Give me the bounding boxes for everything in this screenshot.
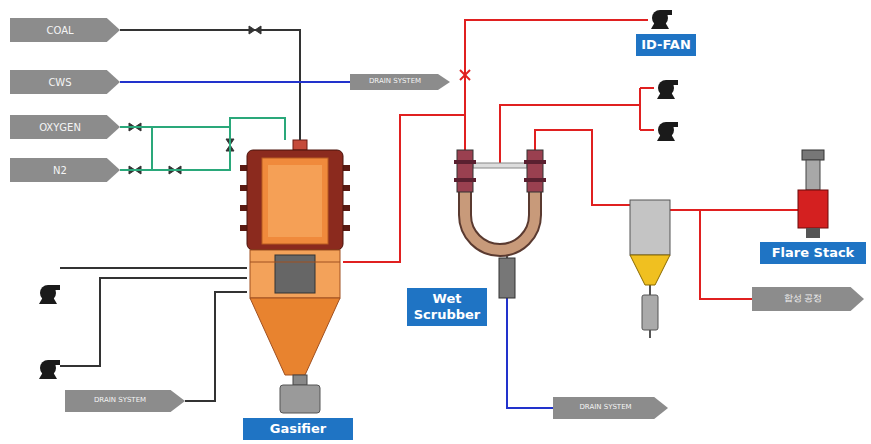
flare-stack-drawing [798,150,828,238]
block-arrow-outline [350,74,450,90]
input-arrow: N2 [10,158,120,182]
input-arrow: OXYGEN [10,115,120,139]
pipe-line [507,330,553,408]
equipment-label: ID-FAN [636,34,696,56]
arrow-label: N2 [53,165,77,176]
fan-symbol [39,360,60,379]
outlet-arrow: DRAIN SYSTEM [553,397,668,419]
scrubber-vessel [454,150,546,298]
arrow-label: DRAIN SYSTEM [579,404,641,412]
fan-unit: ID-FAN [630,4,702,58]
arrow-label: OXYGEN [39,122,91,133]
flare-unit: Flare Stack [758,146,868,268]
equipment-label: Wet Scrubber [407,288,487,326]
pipe-line [465,20,630,130]
pipe-line [120,30,300,140]
fan-symbol [657,122,678,141]
block-arrow-outline [10,70,120,94]
gasifier-unit: Gasifier [238,140,358,442]
equipment-label: Gasifier [243,418,353,440]
block-arrow-outline [553,397,668,419]
pipe-line [185,292,238,401]
input-arrow: COAL [10,18,120,42]
block-arrow-outline [10,18,120,42]
scrubber-unit: Wet Scrubber [405,130,545,330]
block-arrow-outline [65,390,185,412]
block-arrow-outline [752,287,864,311]
cyclone-separator [630,200,670,330]
arrow-label: 합성 공정 [784,294,833,304]
fan-symbol [657,80,678,99]
pipe-line [120,118,285,140]
arrow-label: CWS [48,77,81,88]
arrow-label: DRAIN SYSTEM [94,397,156,405]
outlet-arrow: 합성 공정 [752,287,864,311]
pipe-line [120,81,350,83]
arrow-label: DRAIN SYSTEM [369,78,431,86]
block-arrow-outline [10,158,120,182]
input-arrow: CWS [10,70,120,94]
pipe-work [60,20,798,366]
pipe-line [120,118,285,170]
gasifier-vessel [240,140,350,413]
arrow-label: COAL [46,25,83,36]
block-arrow-outline [10,115,120,139]
fan-symbol [651,10,672,29]
fan-symbol [39,285,60,304]
outlet-arrow: DRAIN SYSTEM [350,74,450,90]
equipment-label: Flare Stack [760,242,866,264]
outlet-arrow: DRAIN SYSTEM [65,390,185,412]
pipe-line [358,115,465,262]
